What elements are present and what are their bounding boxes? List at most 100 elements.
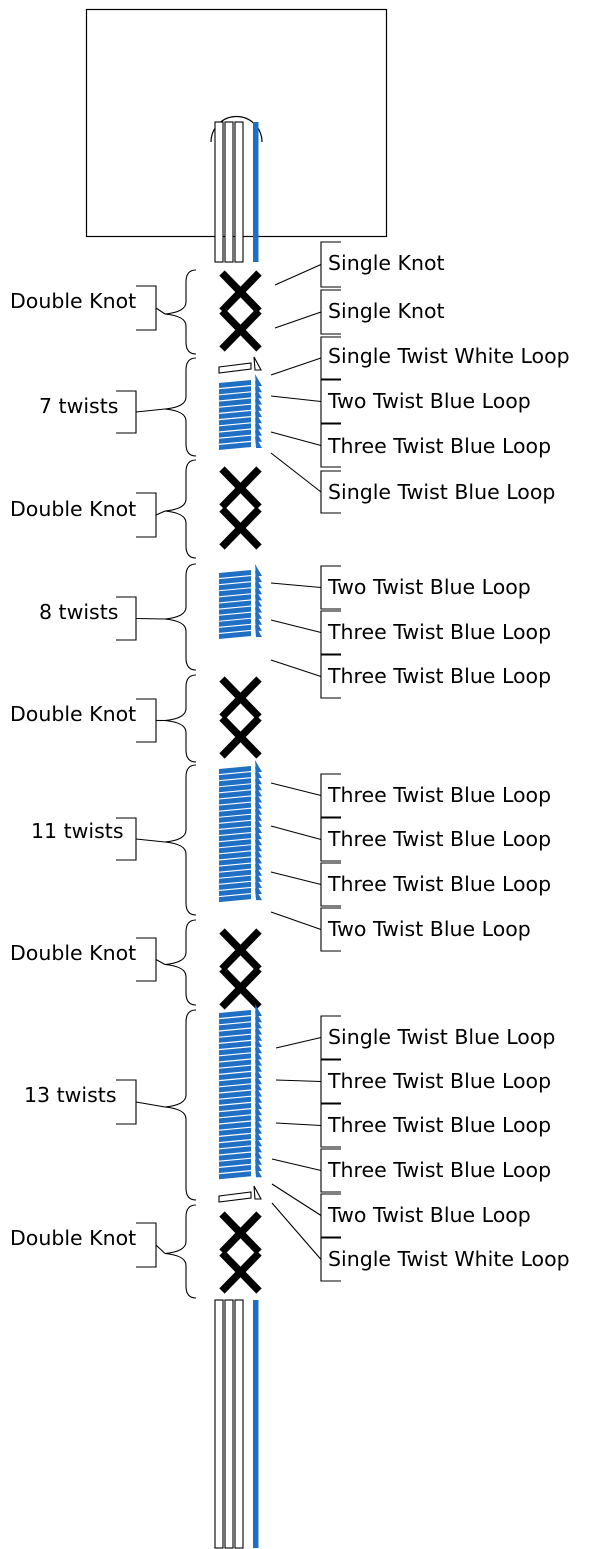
twist-mark-blue	[219, 882, 262, 896]
callout: Three Twist Blue Loop	[270, 817, 551, 862]
callout: Two Twist Blue Loop	[270, 565, 531, 610]
callout-label: Three Twist Blue Loop	[327, 1158, 551, 1182]
leader-line	[270, 357, 322, 376]
leader-line	[270, 911, 322, 931]
label-bracket	[136, 937, 157, 982]
twist-mark-blue	[219, 760, 262, 774]
twist-mark-blue	[219, 790, 262, 805]
callout-label: Two Twist Blue Loop	[327, 575, 531, 599]
callout-label: Single Twist Blue Loop	[328, 480, 555, 504]
connector-line	[135, 617, 166, 620]
twist-mark-blue	[219, 582, 262, 597]
twist-mark-blue	[219, 405, 262, 419]
callout-label: Three Twist Blue Loop	[327, 1113, 551, 1137]
knot-cross	[219, 308, 262, 352]
curly-brace	[164, 764, 197, 916]
leader-line	[274, 263, 322, 286]
group-label: Double Knot	[10, 702, 136, 726]
twist-mark-blue	[219, 1053, 262, 1068]
twist-mark-blue	[219, 1078, 262, 1093]
callout: Single Twist Blue Loop	[270, 452, 555, 514]
twist-mark-blue	[219, 766, 262, 781]
twist-mark-blue	[219, 863, 262, 878]
group-bracket: Double Knot	[10, 1204, 197, 1299]
callout: Three Twist Blue Loop	[270, 862, 551, 907]
callout-label: Three Twist Blue Loop	[327, 620, 551, 644]
knot-cross	[219, 506, 262, 550]
twist-mark-blue	[219, 417, 262, 432]
callout-label: Single Twist White Loop	[328, 1247, 570, 1271]
twist-mark-blue	[219, 796, 262, 811]
curly-brace	[164, 674, 197, 763]
twist-mark-blue	[219, 429, 262, 444]
callout-label: Two Twist Blue Loop	[327, 917, 531, 941]
group-bracket: 11 twists	[31, 764, 197, 916]
strand-white	[224, 1299, 234, 1549]
strand-white	[234, 1299, 244, 1549]
callout: Three Twist Blue Loop	[275, 1059, 551, 1104]
label-bracket	[136, 492, 157, 538]
label-bracket	[136, 285, 157, 331]
group-bracket: Double Knot	[10, 919, 197, 1006]
leader-line	[270, 659, 322, 678]
callout-label: Single Twist White Loop	[328, 344, 570, 368]
connector-line	[155, 1244, 166, 1254]
callout: Single Knot	[274, 241, 445, 288]
leader-line	[275, 1079, 322, 1083]
twist-mark-blue	[219, 802, 262, 817]
callout-label: Three Twist Blue Loop	[327, 872, 551, 896]
connector-line	[155, 307, 166, 315]
leader-line	[270, 582, 322, 589]
callout: Three Twist Blue Loop	[275, 1103, 551, 1148]
callout: Two Twist Blue Loop	[270, 379, 531, 424]
group-bracket: Double Knot	[10, 459, 197, 559]
leader-line	[270, 782, 322, 797]
twist-mark-blue	[219, 1097, 262, 1111]
connector-line	[135, 838, 166, 843]
callout: Three Twist Blue Loop	[271, 1148, 551, 1193]
twist-mark-blue	[219, 1041, 262, 1056]
leader-line	[271, 1158, 322, 1172]
twist-mark-blue	[219, 821, 262, 835]
group-label: Double Knot	[10, 497, 136, 521]
callout-label: Three Twist Blue Loop	[327, 434, 551, 458]
group-label: Double Knot	[10, 1226, 136, 1250]
group-bracket: 13 twists	[24, 1009, 197, 1201]
twist-mark-blue	[219, 1128, 262, 1142]
twist-mark-blue	[219, 564, 262, 578]
leader-line	[270, 395, 322, 403]
group-bracket: 8 twists	[39, 563, 197, 671]
cord-top	[214, 121, 259, 263]
twist-mark-blue	[219, 1152, 262, 1167]
twist-mark-blue	[219, 875, 262, 890]
twist-mark-blue	[219, 1115, 262, 1130]
callout: Single Knot	[274, 289, 445, 335]
curly-brace	[164, 563, 197, 671]
twist-mark-blue	[219, 784, 262, 799]
connector-line	[135, 1101, 166, 1108]
group-label: 8 twists	[39, 600, 118, 624]
group-bracket: 7 twists	[39, 357, 197, 457]
callout-label: Single Knot	[328, 299, 445, 323]
connector-line	[155, 510, 166, 516]
cord-bottom	[214, 1299, 259, 1549]
leader-line	[270, 431, 322, 447]
knot-cross	[219, 676, 262, 720]
leader-line	[275, 1036, 322, 1049]
twist-mark-blue	[219, 814, 262, 829]
twist-mark-blue	[219, 833, 262, 848]
connector-line	[135, 408, 166, 413]
twist-mark-blue	[219, 1159, 262, 1173]
strand-white	[224, 121, 234, 263]
knot-cross	[219, 966, 262, 1010]
label-bracket	[116, 596, 137, 641]
twist-mark-blue	[219, 386, 262, 401]
twist-mark-blue	[219, 1047, 262, 1062]
curly-brace	[164, 357, 197, 457]
twist-mark-blue	[219, 1121, 262, 1136]
twist-mark-blue	[219, 827, 262, 842]
callout: Two Twist Blue Loop	[271, 1183, 531, 1238]
twist-mark-blue	[219, 423, 262, 438]
connector-line	[155, 959, 166, 965]
strand-white	[234, 121, 244, 263]
